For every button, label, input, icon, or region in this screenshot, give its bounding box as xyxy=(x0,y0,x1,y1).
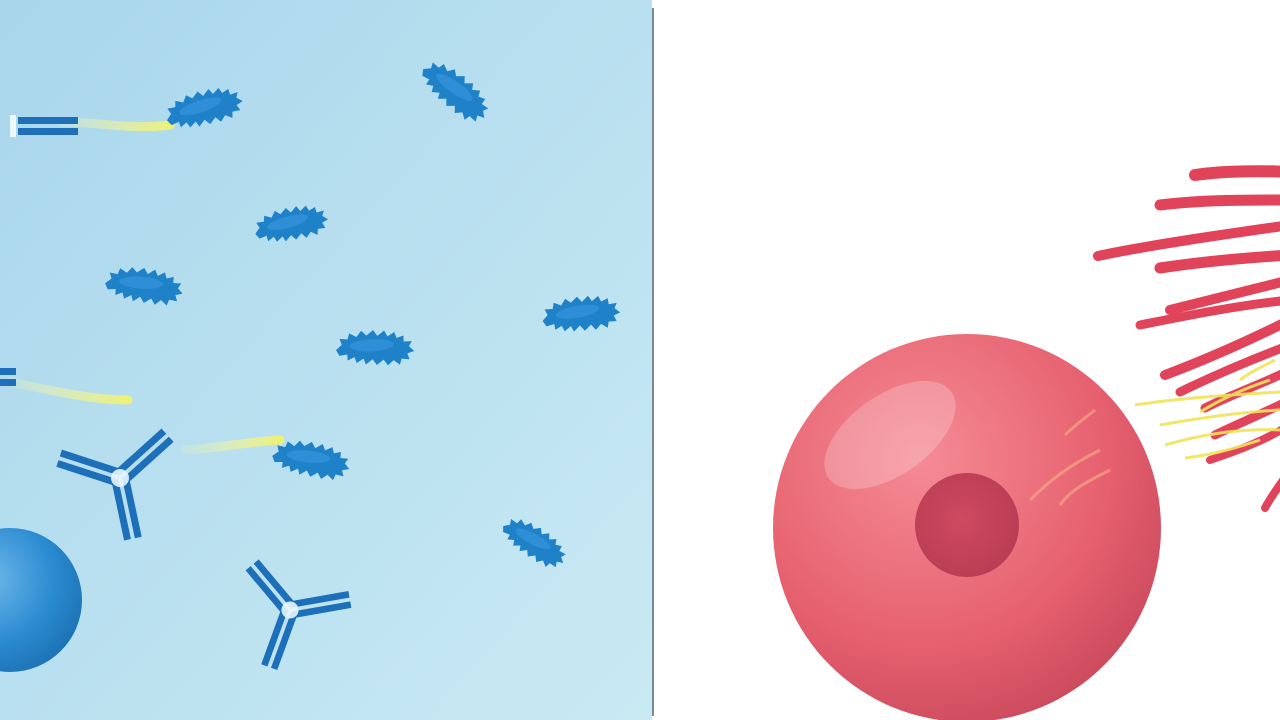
signal-trail xyxy=(5,377,133,405)
humoral-panel xyxy=(0,0,652,720)
b-cell-icon xyxy=(0,528,82,672)
signal-trail xyxy=(180,435,285,455)
signal-filaments xyxy=(1134,358,1280,460)
antibody-icon xyxy=(0,368,16,386)
target-cell-icon xyxy=(773,334,1161,720)
killer-cell-icon xyxy=(1093,165,1280,512)
nucleus xyxy=(915,473,1019,577)
cellular-panel xyxy=(655,0,1280,720)
antibody-icon xyxy=(10,115,78,137)
